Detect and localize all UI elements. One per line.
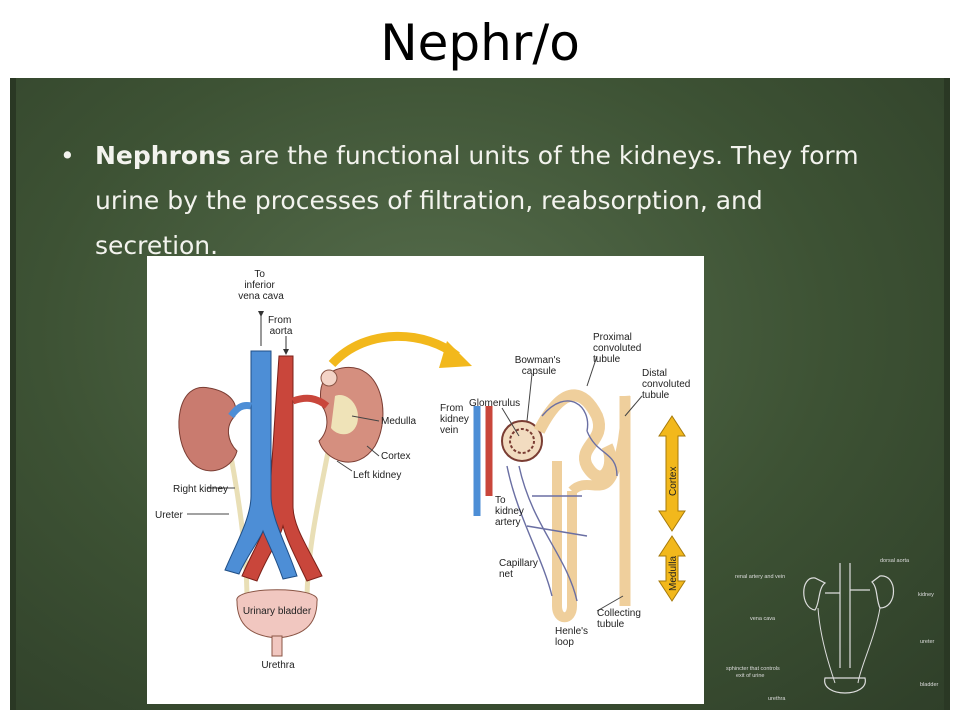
label-medulla-zone: Medulla <box>668 556 679 591</box>
sketch-label-dorsal-aorta: dorsal aorta <box>880 558 910 564</box>
label-distal-tubule: Distal convoluted tubule <box>642 368 693 401</box>
henles-loop <box>552 461 577 623</box>
bullet-body: are the functional units of the kidneys.… <box>95 141 859 260</box>
label-medulla: Medulla <box>381 416 416 427</box>
leader-bowmans <box>526 373 533 422</box>
sketch-ureters <box>817 607 881 684</box>
slide-title: Nephr/o <box>380 14 580 72</box>
label-henles-loop: Henle's loop <box>555 626 591 648</box>
sketch-vessels <box>825 563 870 668</box>
label-to-ivc: To inferior vena cava <box>238 269 284 302</box>
bullet-dot: • <box>60 141 75 170</box>
label-collecting-tubule: Collecting tubule <box>597 608 644 630</box>
vena-cava <box>224 350 298 580</box>
renal-vessels-right <box>228 402 252 419</box>
sketch-bladder <box>824 677 866 694</box>
cortex-zone-arrow <box>658 415 686 532</box>
leader-distal <box>624 395 643 417</box>
aorta <box>241 355 323 582</box>
label-urethra: Urethra <box>261 660 295 671</box>
leader-cortex <box>366 445 380 457</box>
capillary-net <box>506 400 618 602</box>
label-cortex-zone: Cortex <box>668 467 679 496</box>
label-to-kidney-artery: To kidney artery <box>495 495 527 528</box>
chalk-sketch-urinary-system: dorsal aorta renal artery and vein kidne… <box>720 548 950 708</box>
magnify-arrow <box>328 331 460 368</box>
label-proximal-tubule: Proximal convoluted tubule <box>593 332 644 365</box>
magnify-arrow-head <box>439 341 472 368</box>
magnified-region-circle <box>320 369 338 387</box>
sketch-label-renal: renal artery and vein <box>735 574 785 580</box>
urinary-bladder <box>236 589 318 639</box>
chalk-sketch-svg: dorsal aorta renal artery and vein kidne… <box>726 558 939 702</box>
label-left-kidney: Left kidney <box>353 470 401 481</box>
bullet-term: Nephrons <box>95 141 231 170</box>
label-bowmans-capsule: Bowman's capsule <box>515 355 564 377</box>
label-glomerulus: Glomerulus <box>469 398 520 409</box>
diagram-svg: To inferior vena cava From aorta Medulla… <box>155 269 693 671</box>
label-from-aorta: From aorta <box>268 315 294 337</box>
bowmans-capsule <box>501 420 543 462</box>
sketch-right-kidney <box>871 575 894 609</box>
sketch-label-vena-cava: vena cava <box>750 616 776 622</box>
sketch-label-bladder: bladder <box>920 682 939 688</box>
sketch-label-sphincter: sphincter that controls exit of urine <box>726 666 781 679</box>
sketch-label-ureter: ureter <box>920 639 935 645</box>
leader-left-kidney <box>336 460 353 472</box>
renal-vessels-left <box>291 394 330 409</box>
leader-proximal <box>586 355 598 387</box>
sketch-left-kidney <box>803 577 827 611</box>
bullet-text: Nephrons are the functional units of the… <box>95 133 865 268</box>
leader-glomerulus <box>501 407 520 437</box>
glomerulus <box>509 428 535 454</box>
label-capillary-net: Capillary net <box>499 558 541 580</box>
urethra-tube <box>271 635 283 657</box>
sketch-label-urethra: urethra <box>768 696 786 702</box>
label-urinary-bladder: Urinary bladder <box>243 606 312 617</box>
leader-collecting <box>596 595 624 612</box>
urinary-system-diagram: To inferior vena cava From aorta Medulla… <box>147 256 704 704</box>
right-kidney <box>178 386 238 472</box>
leader-medulla <box>351 415 380 422</box>
label-cortex: Cortex <box>381 451 410 462</box>
label-right-kidney: Right kidney <box>173 484 228 495</box>
proximal-tubule <box>533 389 617 483</box>
label-ureter: Ureter <box>155 510 183 521</box>
medulla-zone-arrow <box>658 535 686 602</box>
sketch-label-kidney: kidney <box>918 592 934 598</box>
left-kidney-pelvis <box>331 395 358 435</box>
label-from-kidney-vein: From kidney vein <box>440 403 472 436</box>
